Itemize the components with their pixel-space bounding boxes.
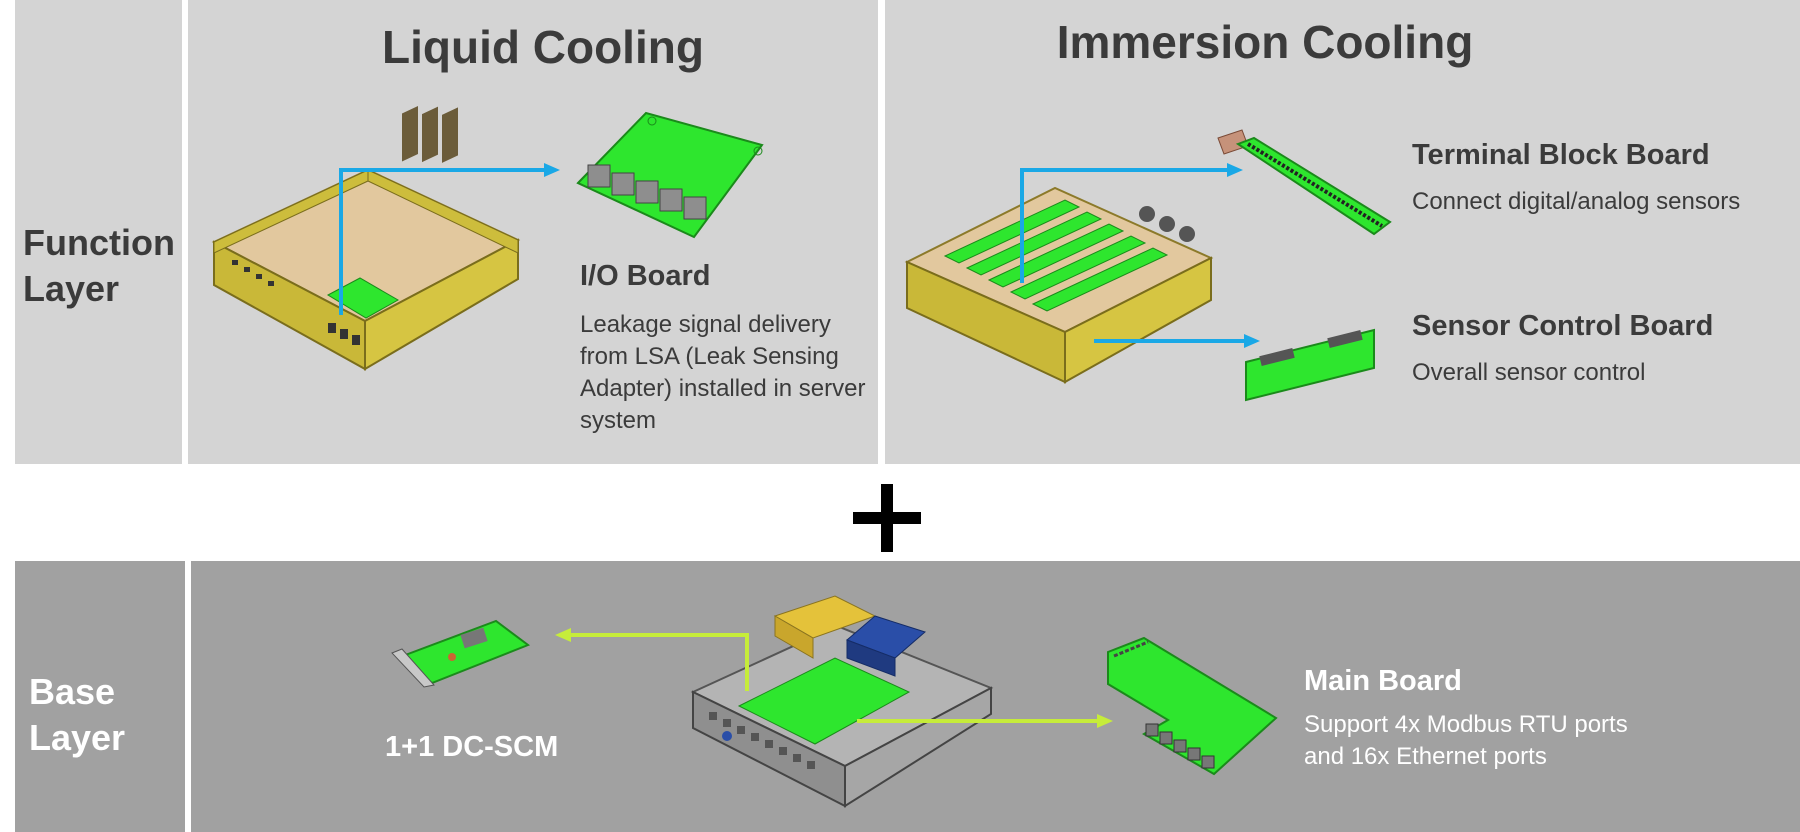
sensor-control-pointer-arrow xyxy=(1094,334,1260,348)
base-layer-panel: 1+1 DC-SCM Main Board Support 4x Modbus … xyxy=(191,561,1800,832)
liquid-cooling-title: Liquid Cooling xyxy=(382,21,704,73)
io-board-pointer-arrow xyxy=(339,163,560,315)
sensor-control-board-description: Overall sensor control xyxy=(1412,359,1646,386)
io-board-image xyxy=(576,111,764,239)
terminal-block-board-heading: Terminal Block Board xyxy=(1412,139,1710,171)
terminal-block-board-image xyxy=(1217,129,1392,236)
dc-scm-pointer-arrow xyxy=(555,628,749,691)
dc-scm-image xyxy=(391,619,531,688)
function-layer-label: Function Layer xyxy=(23,222,175,309)
terminal-block-pointer-arrow xyxy=(1020,163,1243,283)
base-chassis-image xyxy=(690,595,994,808)
immersion-cooling-title: Immersion Cooling xyxy=(1056,16,1474,68)
main-board-image xyxy=(1107,636,1278,776)
base-layer-label: Base Layer xyxy=(29,671,126,758)
main-board-pointer-arrow xyxy=(857,714,1113,728)
io-board-heading: I/O Board xyxy=(580,260,711,292)
plus-icon xyxy=(853,484,921,552)
function-layer-label-panel: Function Layer xyxy=(15,0,182,464)
liquid-cooling-chassis-image xyxy=(211,106,521,371)
sensor-control-board-heading: Sensor Control Board xyxy=(1412,310,1714,342)
immersion-cooling-chassis-image xyxy=(904,186,1214,384)
sensor-control-board-image xyxy=(1245,328,1375,402)
main-board-description: Support 4x Modbus RTU ports and 16x Ethe… xyxy=(1304,711,1628,770)
main-board-heading: Main Board xyxy=(1304,665,1462,697)
base-layer-label-panel: Base Layer xyxy=(15,561,185,832)
terminal-block-board-description: Connect digital/analog sensors xyxy=(1412,188,1741,215)
io-board-description: Leakage signal delivery from LSA (Leak S… xyxy=(580,311,866,434)
dc-scm-heading: 1+1 DC-SCM xyxy=(385,731,559,763)
